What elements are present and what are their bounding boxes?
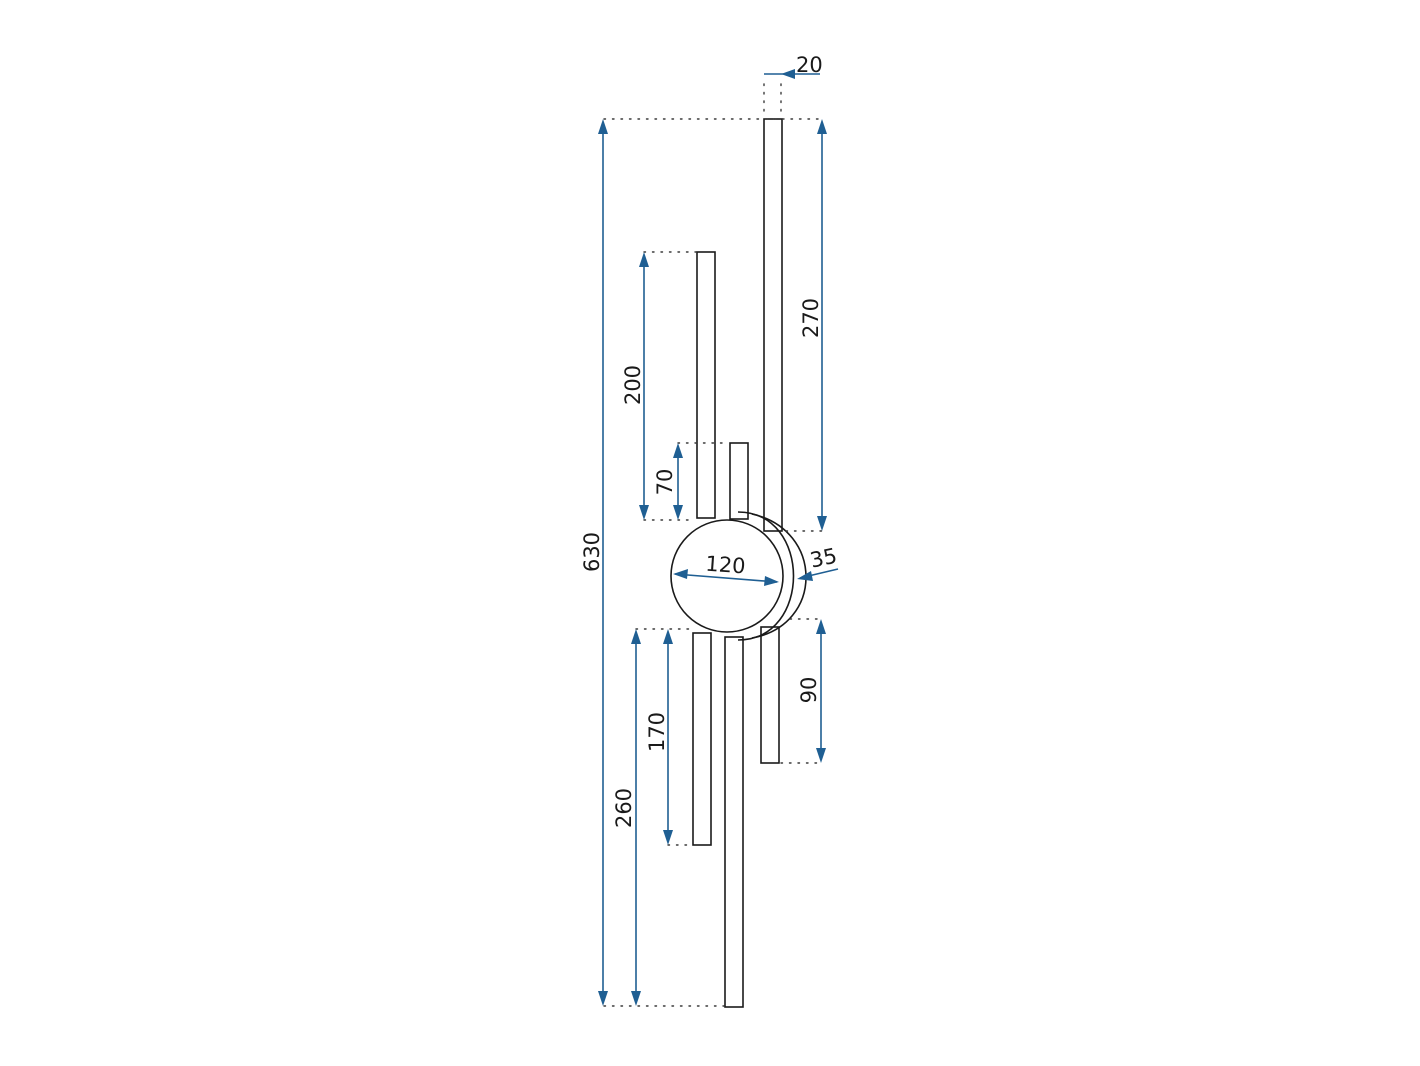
dimension-top-rod-width <box>764 69 820 79</box>
dimension-labels: 20 270 200 70 630 120 35 90 170 260 <box>580 53 839 828</box>
dimension-short-rod <box>673 443 683 520</box>
extension-lines <box>603 83 823 1007</box>
rod-lower-left <box>692 632 712 846</box>
label-upper-left-rod: 200 <box>621 365 645 405</box>
dimension-lower-right-rod <box>816 619 826 763</box>
dimension-bottom-rod <box>631 629 641 1006</box>
label-lower-left-rod: 170 <box>645 712 669 752</box>
disc-side-edge <box>751 513 807 639</box>
label-disc-diameter: 120 <box>705 552 747 579</box>
dimension-disc-depth <box>797 568 839 581</box>
dimension-upper-left-rod <box>639 252 649 520</box>
rod-bottom <box>724 636 744 1008</box>
dimension-lower-left-rod <box>663 629 673 845</box>
label-lower-right-rod: 90 <box>797 677 821 704</box>
rod-short-center <box>729 442 749 520</box>
rod-top-right <box>763 118 783 532</box>
rod-lower-right <box>760 626 780 764</box>
dimension-lines <box>598 69 839 1006</box>
label-top-rod-width: 20 <box>796 53 823 77</box>
label-short-rod: 70 <box>653 469 677 496</box>
rod-upper-left <box>696 251 716 519</box>
label-top-right-rod: 270 <box>799 298 823 338</box>
disc-face <box>670 519 784 633</box>
dimension-disc-diameter <box>673 569 779 586</box>
label-overall-height: 630 <box>580 532 604 572</box>
lamp-outline <box>670 118 807 1008</box>
label-disc-depth: 35 <box>808 544 839 573</box>
dimension-overall-height <box>598 119 608 1006</box>
label-bottom-rod: 260 <box>612 788 636 828</box>
dimension-top-right-rod <box>817 119 827 531</box>
